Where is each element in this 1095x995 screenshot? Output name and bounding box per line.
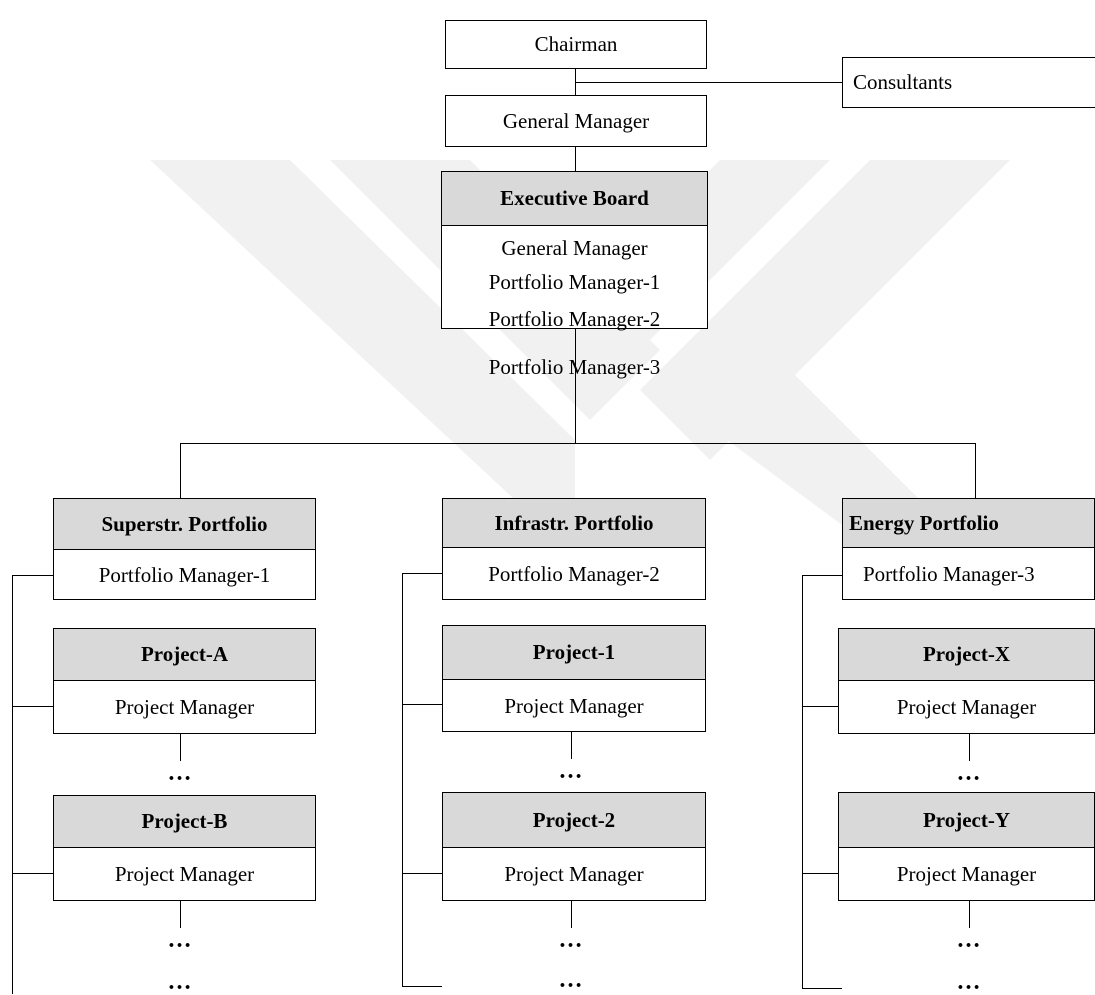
project-manager: Project Manager	[114, 695, 255, 719]
portfolio-manager: Portfolio Manager-3	[863, 561, 1035, 586]
col1-spine	[12, 575, 13, 994]
portfolio-title: Superstr. Portfolio	[54, 499, 315, 550]
col3-branch-end	[802, 988, 842, 989]
project-x: Project-X Project Manager	[838, 628, 1095, 734]
board-member: Portfolio Manager-3	[488, 354, 661, 379]
project-title: Project-Y	[839, 793, 1094, 848]
ellipsis: …	[167, 927, 193, 953]
project-1: Project-1 Project Manager	[442, 625, 706, 732]
col3-link-x	[969, 733, 970, 761]
ellipsis: …	[167, 760, 193, 786]
portfolio-superstr: Superstr. Portfolio Portfolio Manager-1	[53, 498, 316, 600]
project-title: Project-1	[443, 626, 705, 680]
connector-chairman-gm	[575, 68, 576, 95]
col3-spine	[802, 575, 803, 988]
project-title: Project-X	[839, 629, 1094, 681]
col2-branch-manager	[402, 573, 442, 574]
col1-branch-project-b	[12, 873, 53, 874]
project-manager: Project Manager	[504, 862, 644, 886]
ellipsis: …	[956, 760, 982, 786]
ellipsis: …	[167, 969, 193, 995]
executive-board-title: Executive Board	[442, 172, 707, 226]
ellipsis: …	[956, 927, 982, 953]
portfolio-manager: Portfolio Manager-2	[488, 561, 660, 586]
connector-drop-superstr	[180, 443, 181, 498]
ellipsis: …	[558, 967, 584, 993]
ellipsis: …	[956, 969, 982, 995]
chairman-box: Chairman	[445, 20, 707, 69]
col2-spine	[402, 573, 403, 986]
portfolio-manager: Portfolio Manager-1	[98, 562, 271, 587]
ellipsis: …	[558, 758, 584, 784]
chairman-label: Chairman	[534, 32, 618, 56]
col2-branch-project-1	[402, 704, 442, 705]
portfolio-energy: Energy Portfolio Portfolio Manager-3	[842, 498, 1095, 600]
col2-link-2	[571, 900, 572, 928]
project-y: Project-Y Project Manager	[838, 792, 1095, 901]
col2-branch-project-2	[402, 873, 442, 874]
consultants-label: Consultants	[853, 70, 953, 94]
project-title: Project-B	[54, 796, 315, 848]
col1-link-b	[180, 900, 181, 928]
portfolio-title: Infrastr. Portfolio	[443, 499, 705, 548]
project-a: Project-A Project Manager	[53, 628, 316, 734]
col1-branch-manager	[12, 575, 53, 576]
general-manager-box: General Manager	[445, 95, 707, 147]
col3-branch-project-x	[802, 706, 842, 707]
project-title: Project-2	[443, 793, 705, 848]
project-b: Project-B Project Manager	[53, 795, 316, 901]
project-manager: Project Manager	[896, 695, 1037, 719]
col3-branch-manager	[802, 575, 842, 576]
portfolio-infrastr: Infrastr. Portfolio Portfolio Manager-2	[442, 498, 706, 600]
ellipsis: …	[558, 927, 584, 953]
executive-board-box: Executive Board General Manager Portfoli…	[441, 171, 708, 329]
col3-link-y	[969, 900, 970, 928]
consultants-box: Consultants	[842, 57, 1095, 108]
col1-link-a	[180, 733, 181, 761]
project-manager: Project Manager	[896, 862, 1037, 886]
connector-drop-energy	[975, 443, 976, 498]
project-title: Project-A	[54, 629, 315, 681]
col2-link-1	[571, 731, 572, 759]
project-manager: Project Manager	[114, 862, 255, 886]
board-member: Portfolio Manager-2	[488, 306, 661, 331]
connector-board-portfolios	[575, 328, 576, 443]
board-member: General Manager	[501, 235, 648, 260]
col2-branch-end	[402, 986, 442, 987]
project-2: Project-2 Project Manager	[442, 792, 706, 901]
connector-consultants	[575, 82, 842, 83]
board-member: Portfolio Manager-1	[488, 269, 661, 294]
connector-gm-board	[575, 146, 576, 171]
col3-branch-project-y	[802, 873, 842, 874]
col1-branch-project-a	[12, 706, 53, 707]
portfolio-title: Energy Portfolio	[843, 499, 1094, 548]
connector-portfolio-bus	[180, 443, 976, 444]
project-manager: Project Manager	[504, 693, 644, 718]
general-manager-label: General Manager	[502, 108, 650, 133]
